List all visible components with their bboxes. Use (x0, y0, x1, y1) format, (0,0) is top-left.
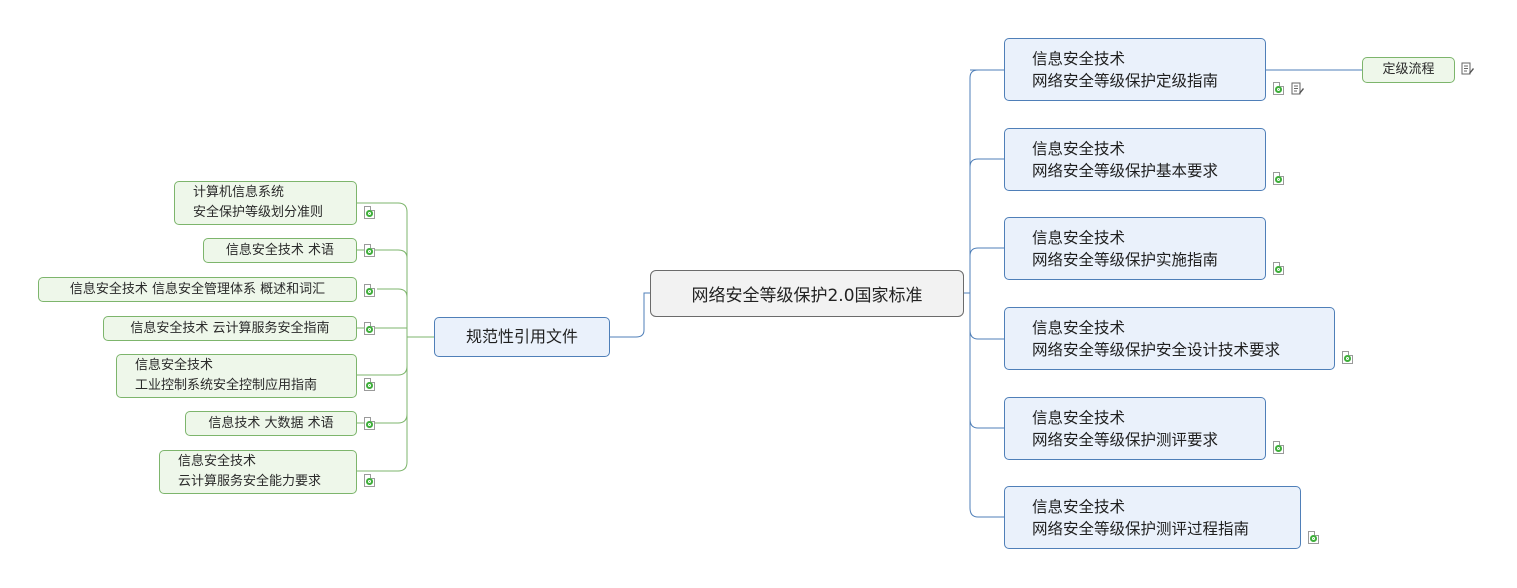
right-node-2-line-1: 信息安全技术 (1032, 140, 1126, 158)
link-right-5 (969, 418, 1004, 429)
link-left-5 (357, 365, 408, 376)
left-node-4-line-1: 信息安全技术 云计算服务安全指南 (130, 320, 330, 336)
left-node-7-line-1: 信息安全技术 (178, 454, 257, 469)
note-icon[interactable] (1291, 82, 1304, 96)
left-node-4[interactable]: 信息安全技术 云计算服务安全指南 (103, 316, 357, 341)
central-topic[interactable]: 网络安全等级保护2.0国家标准 (650, 270, 964, 317)
document-icon[interactable] (1273, 82, 1284, 95)
document-icon[interactable] (364, 284, 375, 297)
central-topic-label: 网络安全等级保护2.0国家标准 (691, 286, 923, 306)
left-node-3[interactable]: 信息安全技术 信息安全管理体系 概述和词汇 (38, 277, 357, 302)
left-node-1-line-2: 安全保护等级划分准则 (193, 205, 324, 220)
left-node-6-line-1: 信息技术 大数据 术语 (208, 415, 334, 431)
document-icon[interactable] (1273, 262, 1284, 275)
right-node-6[interactable]: 信息安全技术 网络安全等级保护测评过程指南 (1004, 486, 1301, 549)
sub-node-grading-process[interactable]: 定级流程 (1362, 57, 1455, 83)
right-node-2-line-2: 网络安全等级保护基本要求 (1032, 162, 1219, 180)
branch-normative-references[interactable]: 规范性引用文件 (434, 317, 610, 357)
right-node-4[interactable]: 信息安全技术 网络安全等级保护安全设计技术要求 (1004, 307, 1335, 370)
right-node-3[interactable]: 信息安全技术 网络安全等级保护实施指南 (1004, 217, 1266, 280)
right-node-1[interactable]: 信息安全技术 网络安全等级保护定级指南 (1004, 38, 1266, 101)
right-node-6-line-2: 网络安全等级保护测评过程指南 (1032, 520, 1250, 538)
branch-normative-references-label: 规范性引用文件 (465, 327, 578, 346)
right-node-3-line-2: 网络安全等级保护实施指南 (1032, 251, 1219, 269)
right-node-1-line-1: 信息安全技术 (1032, 50, 1126, 68)
link-right-3 (969, 247, 1004, 257)
link-left-6 (357, 413, 408, 424)
left-node-5-line-2: 工业控制系统安全控制应用指南 (135, 378, 318, 393)
right-node-1-line-2: 网络安全等级保护定级指南 (1032, 72, 1219, 90)
left-node-3-line-1: 信息安全技术 信息安全管理体系 概述和词汇 (69, 281, 326, 297)
document-icon[interactable] (364, 417, 375, 430)
document-icon[interactable] (364, 378, 375, 391)
link-right-2 (969, 158, 1004, 168)
left-node-1[interactable]: 计算机信息系统 安全保护等级划分准则 (174, 181, 357, 225)
document-icon[interactable] (364, 474, 375, 487)
left-node-2-line-1: 信息安全技术 术语 (225, 242, 335, 258)
document-icon[interactable] (1273, 172, 1284, 185)
link-right-trunk (969, 69, 979, 518)
document-icon[interactable] (1308, 531, 1319, 544)
right-node-6-line-1: 信息安全技术 (1032, 498, 1126, 516)
right-node-5-line-2: 网络安全等级保护测评要求 (1032, 431, 1219, 449)
left-node-2[interactable]: 信息安全技术 术语 (203, 238, 357, 263)
document-icon[interactable] (1273, 441, 1284, 454)
link-left-2 (357, 249, 408, 259)
document-icon[interactable] (364, 322, 375, 335)
right-node-5-line-1: 信息安全技术 (1032, 409, 1126, 427)
right-node-4-line-2: 网络安全等级保护安全设计技术要求 (1032, 341, 1281, 359)
left-node-1-line-1: 计算机信息系统 (193, 185, 285, 200)
note-icon[interactable] (1461, 62, 1474, 76)
right-node-3-line-1: 信息安全技术 (1032, 229, 1126, 247)
right-node-5[interactable]: 信息安全技术 网络安全等级保护测评要求 (1004, 397, 1266, 460)
document-icon[interactable] (364, 244, 375, 257)
left-node-7-line-2: 云计算服务安全能力要求 (178, 474, 322, 489)
link-left-3 (377, 288, 408, 298)
link-right-4 (969, 329, 1004, 340)
document-icon[interactable] (364, 206, 375, 219)
link-central-left (610, 292, 650, 338)
left-node-5[interactable]: 信息安全技术 工业控制系统安全控制应用指南 (116, 354, 357, 398)
left-node-7[interactable]: 信息安全技术 云计算服务安全能力要求 (159, 450, 357, 494)
sub-node-grading-process-label: 定级流程 (1382, 62, 1435, 77)
link-left-trunk (397, 202, 434, 472)
right-node-4-line-1: 信息安全技术 (1032, 319, 1126, 337)
left-node-5-line-1: 信息安全技术 (135, 358, 214, 373)
left-node-6[interactable]: 信息技术 大数据 术语 (185, 411, 357, 436)
document-icon[interactable] (1342, 351, 1353, 364)
right-node-2[interactable]: 信息安全技术 网络安全等级保护基本要求 (1004, 128, 1266, 191)
